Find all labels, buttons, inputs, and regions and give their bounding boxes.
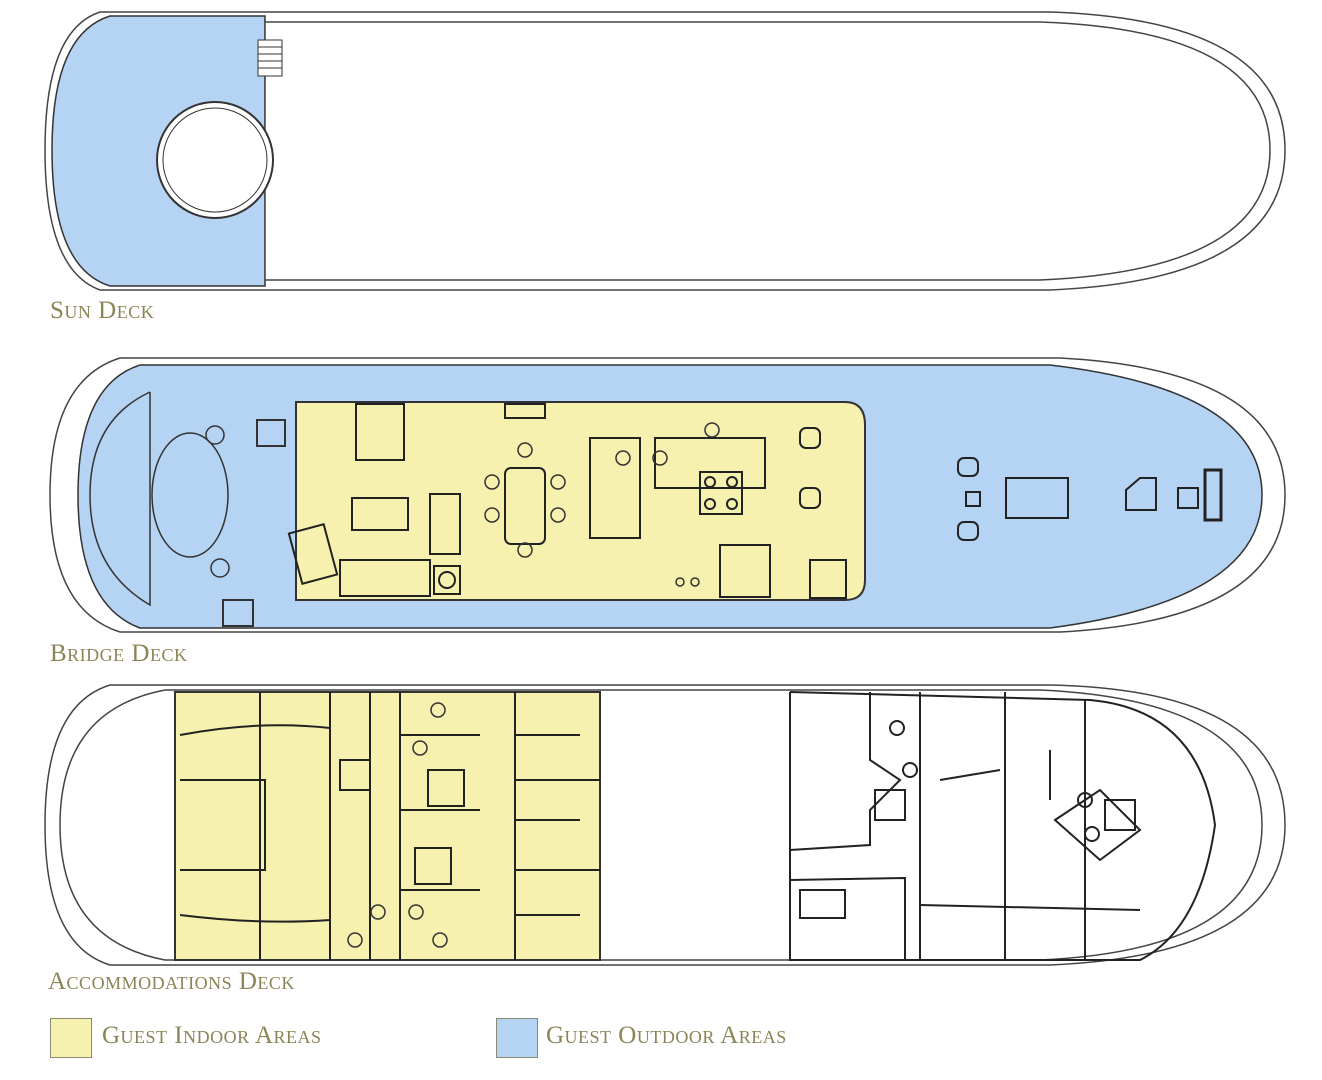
engine-room-plan (789, 691, 1217, 961)
stairs-icon (257, 39, 283, 77)
indoor-legend-label: Guest Indoor Areas (102, 1022, 322, 1049)
bridge-deck-label: Bridge Deck (50, 640, 188, 667)
hot-tub (156, 101, 274, 219)
bridge-deck-salon-indoor (295, 401, 866, 601)
sun-deck-plan (44, 11, 1286, 291)
outdoor-swatch (496, 1018, 538, 1058)
bridge-deck-table (151, 432, 229, 558)
outdoor-legend-label: Guest Outdoor Areas (546, 1022, 787, 1049)
indoor-swatch (50, 1018, 92, 1058)
accommodations-deck-label: Accommodations Deck (48, 968, 295, 995)
accommodations-deck-plan (44, 684, 1286, 966)
bridge-deck-plan (49, 357, 1286, 633)
sun-deck-label: Sun Deck (50, 297, 155, 324)
